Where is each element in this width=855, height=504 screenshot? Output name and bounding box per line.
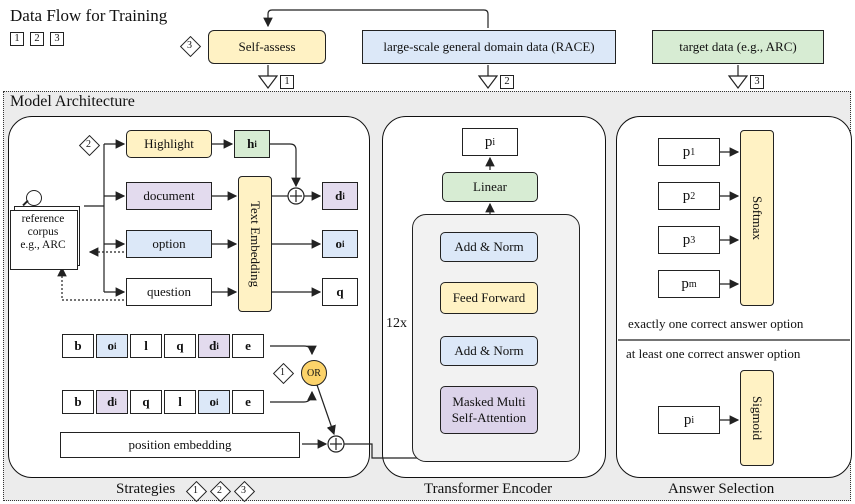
- seq2-token-2: q: [130, 390, 162, 414]
- seq1-token-0: b: [62, 334, 94, 358]
- self-assess-step-number: 3: [187, 40, 192, 51]
- flow-step-1: 1: [280, 75, 294, 89]
- sigmoid-box: Sigmoid: [740, 370, 774, 466]
- data-flow-title: Data Flow for Training: [10, 6, 168, 25]
- option-box: option: [126, 230, 212, 258]
- seq1-token-3: q: [164, 334, 196, 358]
- add-norm-top-box: Add & Norm: [440, 232, 538, 262]
- legend-number-3: 3: [50, 32, 64, 46]
- q-output-box: q: [322, 278, 358, 306]
- seq2-token-0: b: [62, 390, 94, 414]
- encoder-repeat-label: 12x: [386, 316, 407, 331]
- linear-box: Linear: [442, 172, 538, 202]
- transformer-encoder-caption: Transformer Encoder: [424, 481, 553, 497]
- answer-selection-caption: Answer Selection: [668, 481, 775, 497]
- feed-forward-box: Feed Forward: [440, 282, 538, 314]
- reference-corpus-label: reference corpus e.g., ARC: [20, 213, 66, 251]
- seq2-token-5: e: [232, 390, 264, 414]
- question-box: question: [126, 278, 212, 306]
- text-embedding-box: Text Embedding: [238, 176, 272, 312]
- caption-step-3: 3: [241, 485, 246, 496]
- target-data-box: target data (e.g., ARC): [652, 30, 824, 64]
- or-step-number: 1: [280, 367, 285, 378]
- flow-step-3: 3: [750, 75, 764, 89]
- corpus-doc-front: [10, 210, 78, 270]
- caption-step-2: 2: [217, 485, 222, 496]
- highlight-box: Highlight: [126, 130, 212, 158]
- at-least-one-label: at least one correct answer option: [626, 346, 801, 361]
- legend-number-2: 2: [30, 32, 44, 46]
- or-node: OR: [301, 360, 327, 386]
- model-architecture-title: Model Architecture: [10, 93, 135, 110]
- document-box: document: [126, 182, 212, 210]
- caption-step-1: 1: [193, 485, 198, 496]
- seq2-token-3: l: [164, 390, 196, 414]
- strategies-caption: Strategies: [116, 481, 176, 497]
- position-embedding-box: position embedding: [60, 432, 300, 458]
- softmax-box: Softmax: [740, 130, 774, 306]
- general-domain-data-box: large-scale general domain data (RACE): [362, 30, 616, 64]
- add-norm-bottom-box: Add & Norm: [440, 336, 538, 366]
- seq1-token-2: l: [130, 334, 162, 358]
- masked-self-attention-box: Masked Multi Self-Attention: [440, 386, 538, 434]
- exactly-one-label: exactly one correct answer option: [628, 316, 804, 331]
- highlight-step-number: 2: [86, 139, 91, 150]
- self-assess-box: Self-assess: [208, 30, 326, 64]
- seq1-token-5: e: [232, 334, 264, 358]
- magnifier-icon: [26, 190, 42, 206]
- flow-step-2: 2: [500, 75, 514, 89]
- legend-number-1: 1: [10, 32, 24, 46]
